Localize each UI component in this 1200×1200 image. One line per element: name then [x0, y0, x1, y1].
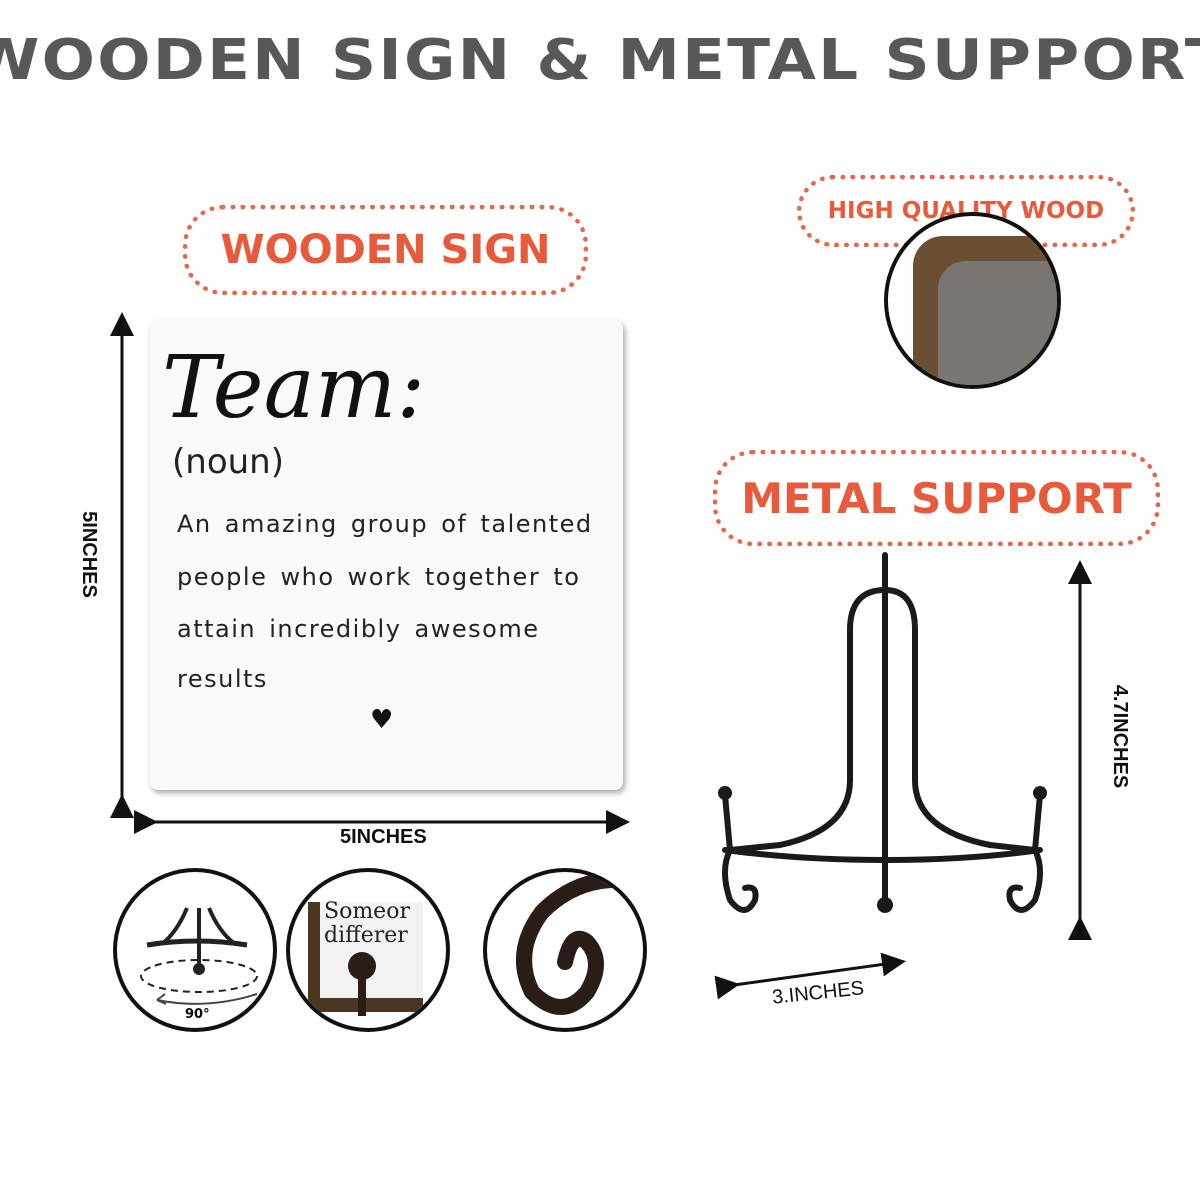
metal-stand-icon	[718, 552, 1047, 913]
rotation-label: 90°	[185, 1007, 210, 1022]
hook-detail: Someor differer	[286, 868, 450, 1032]
metal-support-label: METAL SUPPORT	[713, 450, 1160, 546]
heart-icon: ♥	[370, 705, 394, 735]
sign-line: people who work together to	[177, 563, 581, 591]
hook-text-line: differer	[324, 923, 408, 948]
wooden-sign: Team: (noun) An amazing group of talente…	[150, 320, 623, 790]
rotation-icon	[140, 907, 258, 1005]
sign-part-of-speech: (noun)	[172, 442, 284, 482]
stand-width-arrow	[714, 952, 906, 1000]
sign-line: results	[177, 665, 268, 693]
sign-width-label: 5INCHES	[340, 826, 427, 848]
rotation-detail: 90°	[113, 868, 277, 1032]
scroll-detail	[483, 868, 647, 1032]
sign-height-label: 5INCHES	[77, 511, 100, 598]
sign-line: An amazing group of talented	[177, 510, 593, 538]
scroll-foot-icon	[516, 872, 643, 1015]
sign-line: attain incredibly awesome	[177, 615, 540, 643]
sign-heading: Team:	[162, 338, 426, 438]
wood-edge-detail	[884, 212, 1061, 389]
hook-text: Someor differer	[324, 900, 410, 948]
hook-text-line: Someor	[324, 899, 410, 924]
stand-height-label: 4.7INCHES	[1109, 684, 1132, 789]
wooden-sign-label: WOODEN SIGN	[183, 205, 588, 295]
page-title: WOODEN SIGN & METAL SUPPORT	[0, 28, 1200, 93]
